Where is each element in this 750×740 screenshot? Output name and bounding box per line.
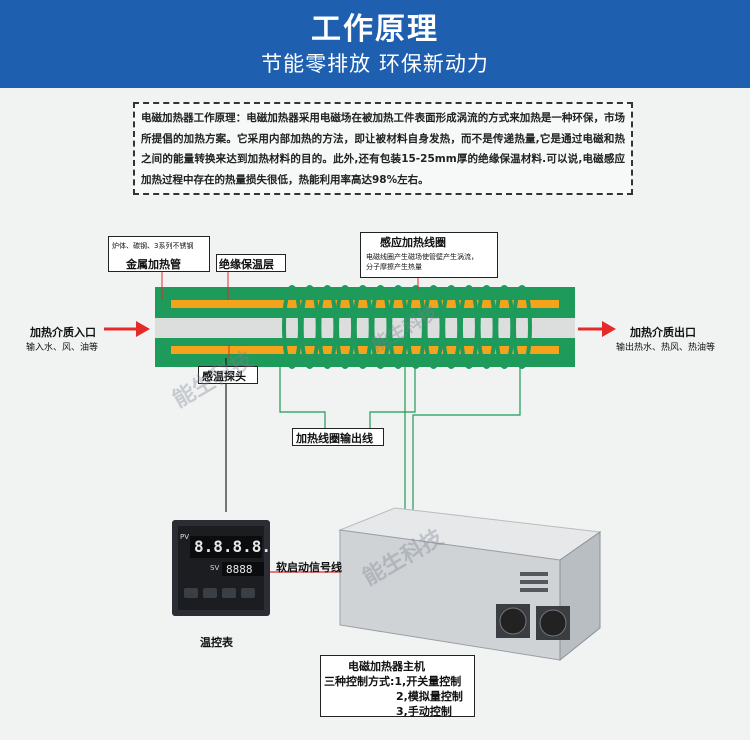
host-vents [520, 572, 548, 592]
intro-text-box: 电磁加热器工作原理：电磁加热器采用电磁场在被加热工件表面形成涡流的方式来加热是一… [133, 102, 633, 195]
header-banner: 工作原理 节能零排放 环保新动力 [0, 0, 750, 88]
inlet-label: 加热介质入口 [30, 326, 96, 339]
host-wire-2 [412, 358, 521, 515]
coil-wire-right [369, 358, 416, 428]
coil-loop [512, 285, 532, 369]
host-fans [496, 604, 570, 640]
inlet-arrow [104, 321, 150, 337]
fan-icon [539, 609, 567, 637]
controller-label: 温控表 [200, 636, 233, 649]
pv-label: PV [180, 533, 190, 541]
pipe-label-box [108, 236, 210, 272]
insulation-label-box [216, 254, 286, 272]
pv-display [190, 536, 262, 558]
coil-output-label: 加热线圈输出线 [296, 432, 373, 445]
host-title: 电磁加热器主机 [348, 660, 425, 673]
host-mode-2: 2,模拟量控制 [396, 690, 463, 703]
outlet-desc: 输出热水、热风、热油等 [616, 343, 716, 353]
diagram-canvas [0, 88, 750, 740]
coil-output-label-box [292, 428, 384, 446]
insulation-label: 绝缘保温层 [219, 258, 274, 271]
pipe-bore-through [155, 318, 575, 338]
coil-wire-left [279, 358, 326, 428]
page-subtitle: 节能零排放 环保新动力 [261, 52, 489, 76]
coil-desc-2: 分子摩擦产生热量 [366, 263, 422, 271]
probe-label-box [198, 366, 258, 384]
outlet-arrow [578, 321, 616, 337]
page-title: 工作原理 [311, 12, 439, 47]
pv-value: 8.8.8.8. [194, 537, 272, 556]
coil-label-box [360, 232, 498, 278]
host-label-box [320, 655, 475, 717]
induction-coil [282, 285, 532, 369]
sv-label: SV [210, 564, 220, 572]
metal-pipe-label: 金属加热管 [126, 258, 181, 271]
fan-icon [499, 607, 527, 635]
controller-buttons [184, 588, 255, 598]
coil-desc-1: 电磁线圈产生磁场使管壁产生涡流， [366, 253, 478, 261]
temperature-controller [172, 520, 270, 616]
inlet-desc: 输入水、风、油等 [26, 343, 99, 353]
host-mode-1: 三种控制方式:1,开关量控制 [324, 675, 462, 688]
wiring [225, 358, 521, 515]
heater-host-unit [338, 507, 602, 662]
host-mode-3: 3,手动控制 [396, 705, 452, 718]
sv-display [222, 562, 264, 576]
coil-label: 感应加热线圈 [380, 236, 446, 249]
sv-value: 8888 [226, 563, 253, 576]
pipe-materials-label: 炉体、碳钢、3系列不锈钢 [112, 242, 194, 250]
pointer-lines [161, 272, 419, 358]
soft-start-label: 软启动信号线 [276, 561, 342, 574]
probe-label: 感温探头 [202, 370, 246, 383]
outlet-label: 加热介质出口 [630, 326, 696, 339]
